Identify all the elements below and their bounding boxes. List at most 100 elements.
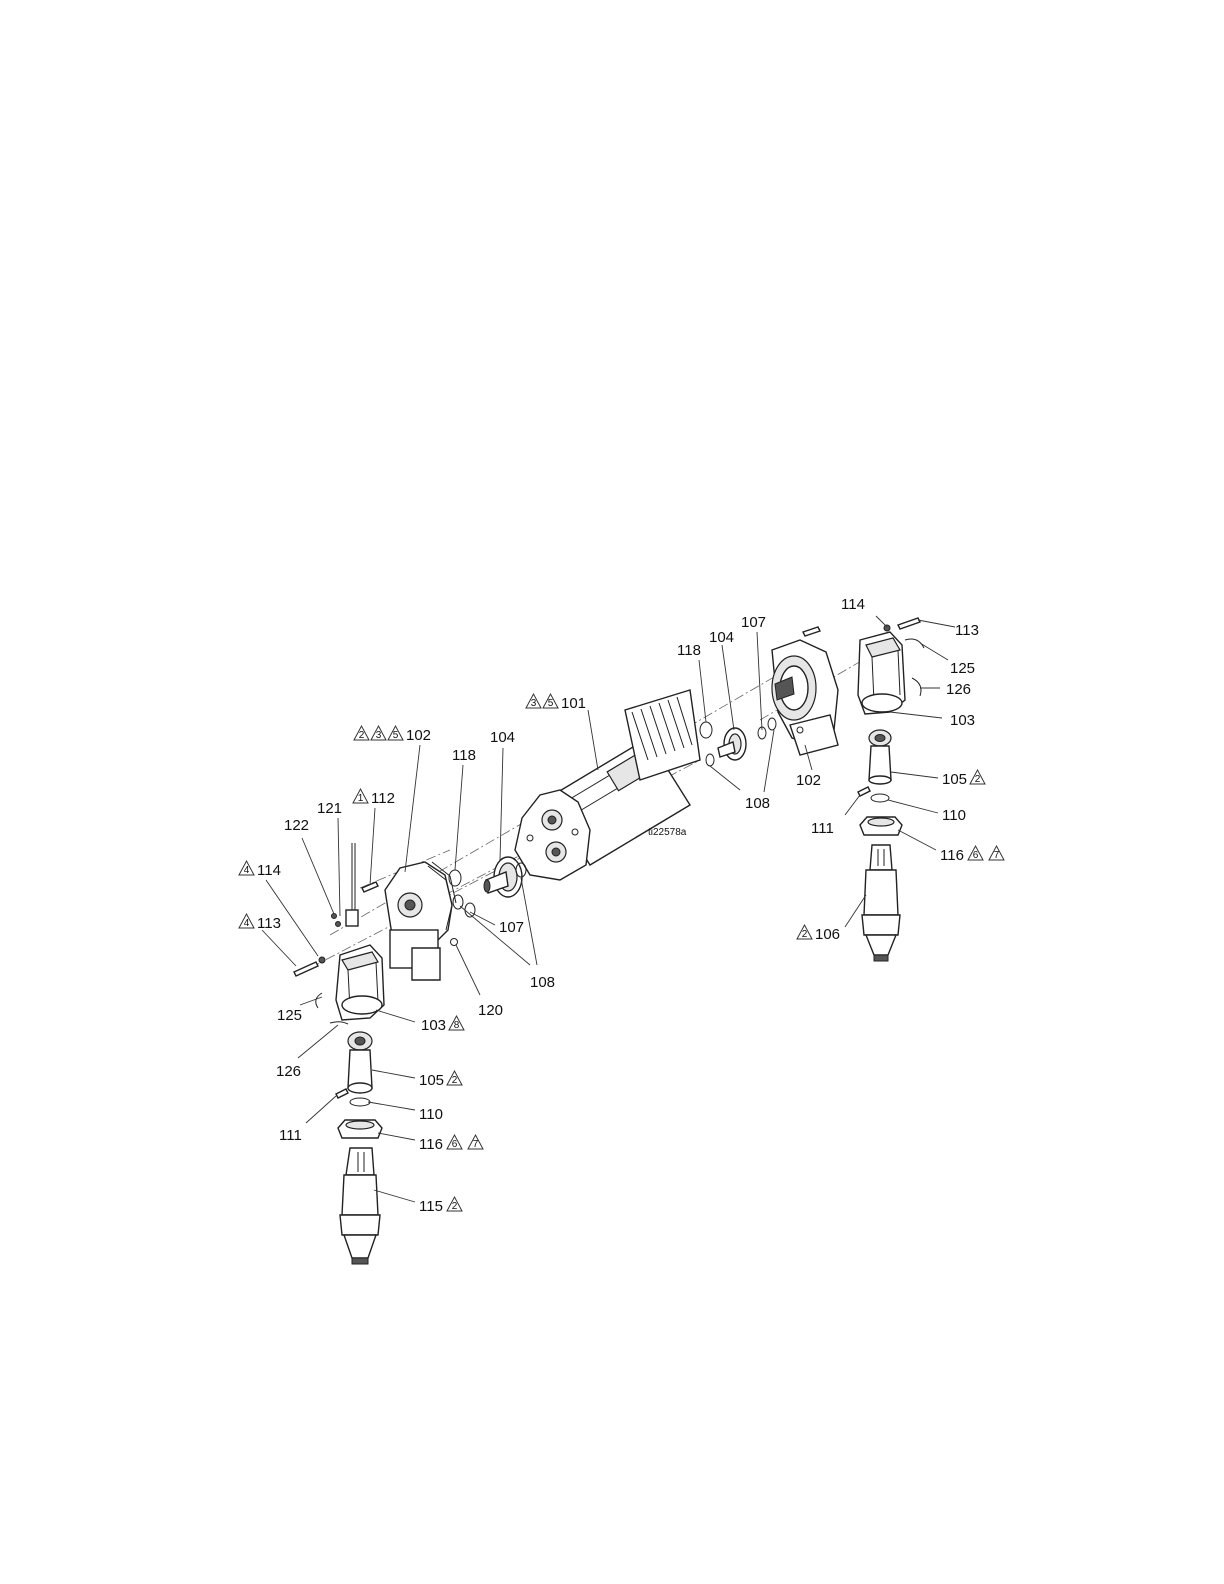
note-flag-number: 7 — [473, 1139, 479, 1150]
part-number: 120 — [478, 1002, 503, 1019]
part-callout: 111 — [279, 1127, 302, 1144]
part-callout: 107 — [741, 614, 766, 631]
note-flag-number: 2 — [359, 730, 365, 741]
washer-118-right — [700, 722, 712, 738]
part-number: 103 — [950, 712, 975, 729]
figure-id: ti22578a — [648, 827, 687, 838]
part-callout: 107 — [499, 919, 524, 936]
note-flag-number: 3 — [531, 698, 537, 709]
note-flag-number: 5 — [393, 730, 399, 741]
part-number: 107 — [741, 614, 766, 631]
part-number: 111 — [811, 820, 834, 837]
housing-103-right — [858, 618, 924, 714]
part-callout: 111 — [811, 820, 834, 837]
part-callout: 122 — [284, 817, 309, 834]
note-flag-triangle: 2 — [447, 1071, 462, 1086]
part-number: 118 — [677, 642, 701, 659]
part-number: 114 — [841, 596, 865, 613]
retaining-nut-116-right — [860, 817, 902, 835]
gear-housing-102-left — [385, 862, 456, 980]
note-flag-number: 6 — [973, 850, 979, 861]
note-flag-triangle: 3 — [526, 694, 541, 709]
note-flag-number: 2 — [452, 1201, 458, 1212]
part-number: 104 — [709, 629, 734, 646]
part-callout: 104 — [709, 629, 734, 646]
part-callout: 105 2 — [419, 1071, 462, 1089]
part-number: 116 — [940, 847, 964, 864]
note-flag-triangle: 6 — [968, 846, 983, 861]
note-flag-triangle: 2 — [797, 925, 812, 940]
part-number: 116 — [419, 1136, 443, 1153]
gear-104-right — [718, 728, 746, 760]
part-callout: 103 — [950, 712, 975, 729]
o-ring-110-right — [871, 794, 889, 802]
part-number: 113 — [955, 622, 979, 639]
part-number: 126 — [946, 681, 971, 698]
sensor-112 — [346, 843, 358, 926]
gear-104-left — [484, 857, 522, 897]
note-flag-number: 8 — [454, 1020, 460, 1031]
part-number: 118 — [452, 747, 476, 764]
note-flag-number: 7 — [994, 850, 1000, 861]
part-callout: 4 113 — [239, 914, 281, 932]
note-flag-triangle: 6 — [447, 1135, 462, 1150]
part-callout: 102 — [796, 772, 821, 789]
note-flag-triangle: 2 — [447, 1197, 462, 1212]
housing-103-left — [336, 945, 384, 1020]
part-number: 104 — [490, 729, 515, 746]
note-flag-triangle: 5 — [543, 694, 558, 709]
part-number: 114 — [257, 862, 281, 879]
part-number: 111 — [279, 1127, 302, 1144]
part-number: 107 — [499, 919, 524, 936]
part-callout: 120 — [478, 1002, 503, 1019]
part-number: 110 — [942, 807, 966, 824]
part-number: 101 — [561, 695, 586, 712]
connecting-rod-105-right — [869, 730, 891, 784]
note-flag-number: 1 — [358, 793, 364, 804]
part-number: 105 — [419, 1072, 444, 1089]
pin-111-right — [858, 787, 870, 796]
leader-lines — [262, 616, 955, 1202]
connecting-rod-105-left — [348, 1032, 372, 1093]
part-callout: 115 2 — [419, 1197, 462, 1215]
part-callout: 118 — [677, 642, 701, 659]
part-callout: 108 — [530, 974, 555, 991]
part-callout: 126 — [946, 681, 971, 698]
note-flag-triangle: 5 — [388, 726, 403, 741]
note-flag-number: 5 — [548, 698, 554, 709]
part-number: 115 — [419, 1198, 443, 1215]
part-number: 121 — [317, 800, 342, 817]
note-flag-triangle: 2 — [970, 770, 985, 785]
o-ring-110-left — [350, 1098, 370, 1106]
pump-lower-106 — [862, 845, 900, 961]
part-number: 112 — [371, 790, 395, 807]
note-flag-triangle: 4 — [239, 861, 254, 876]
note-flag-triangle: 1 — [353, 789, 368, 804]
note-flag-triangle: 8 — [449, 1016, 464, 1031]
note-flag-triangle: 2 — [354, 726, 369, 741]
part-callout: 113 — [955, 622, 979, 639]
note-flag-number: 2 — [802, 929, 808, 940]
part-callout: 2 106 — [797, 925, 840, 943]
part-callout: 1 112 — [353, 789, 395, 807]
washer-107-right-b — [768, 718, 776, 730]
note-flag-triangle: 3 — [371, 726, 386, 741]
part-number: 110 — [419, 1106, 443, 1123]
part-callout: 121 — [317, 800, 342, 817]
note-flag-number: 2 — [975, 774, 981, 785]
note-flag-number: 4 — [244, 918, 250, 929]
part-number: 126 — [276, 1063, 301, 1080]
part-callout: 108 — [745, 795, 770, 812]
part-callout: 118 — [452, 747, 476, 764]
part-number: 113 — [257, 915, 281, 932]
part-callout: 125 — [950, 660, 975, 677]
part-number: 125 — [950, 660, 975, 677]
note-flag-triangle: 7 — [989, 846, 1004, 861]
note-flag-number: 2 — [452, 1075, 458, 1086]
part-number: 106 — [815, 926, 840, 943]
